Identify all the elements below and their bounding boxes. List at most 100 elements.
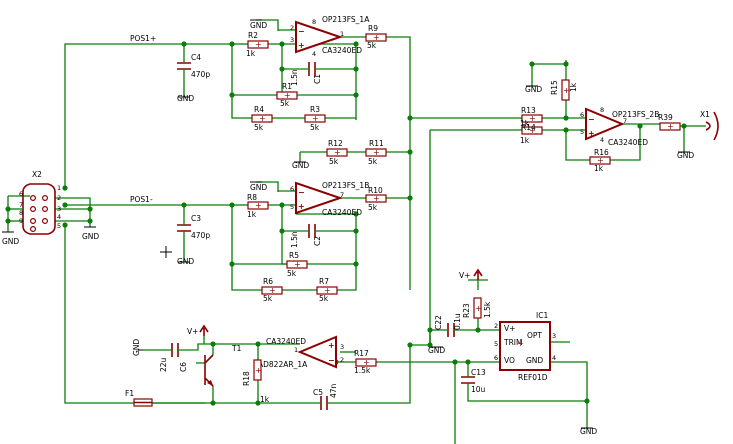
resistor-r11-ref: R11 (369, 139, 384, 148)
opamp-u1a-name: OP213FS_1A (322, 15, 370, 24)
opamp-u1a-pin-1: 1 (340, 30, 344, 38)
ic-ref01d: IC1 REF01D V+ OPT TRIM + VO GND 2 3 6 5 … (494, 311, 556, 382)
svg-text:+: + (373, 194, 380, 203)
resistor-r3-ref: R3 (310, 105, 320, 114)
svg-text:−: − (328, 356, 335, 365)
resistor-r10-value: 5k (368, 203, 378, 212)
resistor-r13: + R13 (521, 106, 543, 123)
opamp-u1a-pin-4: 4 (312, 50, 316, 58)
svg-text:−: − (588, 115, 595, 124)
connector-pin-2: 2 (57, 194, 61, 202)
svg-text:+: + (563, 86, 570, 95)
capacitor-c3-ref: C3 (191, 214, 201, 223)
ic1-pin-2: 2 (494, 322, 498, 330)
svg-text:+: + (373, 148, 380, 157)
svg-text:+: + (298, 41, 305, 50)
capacitor-c13-ref: C13 (471, 368, 486, 377)
svg-text:+: + (298, 202, 305, 211)
resistor-r8: + R8 1k (247, 193, 269, 219)
supply-vplus-t1: V+ (187, 324, 209, 336)
opamp-u1b-name: OP213FS_1B (322, 181, 369, 190)
resistor-r3-value: 5k (310, 123, 320, 132)
resistor-r12-value: 5k (329, 157, 339, 166)
opamp-u1b-pin-6: 6 (290, 185, 294, 193)
output-connector-x1: X1 (700, 110, 719, 141)
ic1-ref: IC1 (536, 311, 548, 320)
capacitor-c5-ref: C5 (313, 388, 323, 397)
capacitor-c22-value: 0.1u (453, 313, 462, 330)
svg-text:+: + (255, 366, 262, 375)
gnd-label-x1: GND (677, 151, 694, 160)
resistor-r18-ref: R18 (242, 371, 251, 386)
resistor-r15: + R15 1k (550, 79, 578, 101)
junctions (5, 41, 687, 406)
svg-text:+: + (363, 358, 370, 367)
opamp-u3a-value: CA3240ED (266, 337, 306, 346)
opamp-u2b: − + OP213FS_2B CA3240ED 8 6 5 7 4 (580, 106, 659, 147)
resistor-r9-ref: R9 (368, 24, 378, 33)
opamp-u1a-pin-3: 3 (290, 36, 294, 44)
capacitor-c6-value: 22u (159, 357, 168, 372)
resistor-r6: + R6 5k (261, 277, 283, 303)
connector-pin-4: 4 (57, 213, 61, 221)
resistor-r14: + R14 1k 1k (520, 119, 543, 145)
capacitor-c1-ref: C1 (313, 74, 322, 84)
capacitor-c22: C22 0.1u (434, 313, 462, 337)
capacitor-c2-value: 1.5n (290, 231, 299, 248)
svg-text:+: + (588, 129, 595, 138)
ic1-pin-3: 3 (552, 332, 556, 340)
svg-text:+: + (255, 201, 262, 210)
resistor-r11: + R11 5k (365, 139, 387, 166)
ic1-vplus: V+ (504, 324, 515, 333)
gnd-label-c3: GND (177, 257, 194, 266)
resistor-r16-value: 1k (594, 164, 604, 173)
resistor-r1: + R1 5k (276, 82, 298, 108)
ic1-pin-6: 6 (494, 354, 498, 362)
svg-text:+: + (597, 156, 604, 165)
net-label-pos1-plus: POS1+ (130, 34, 156, 43)
supply-vplus-t1-label: V+ (187, 327, 198, 336)
resistor-r16: + R16 1k (589, 148, 611, 173)
capacitor-c6-ref: C6 (179, 362, 188, 372)
resistor-r9-value: 5k (367, 41, 377, 50)
svg-text:−: − (298, 27, 305, 36)
resistor-r15-value: 1k (569, 82, 578, 92)
resistor-r2: + R2 1k (246, 31, 269, 58)
resistor-r6-value: 5k (263, 294, 273, 303)
resistor-r17-ref: R17 (354, 349, 369, 358)
wires (7, 19, 706, 444)
gnd-label-c22: GND (428, 346, 445, 355)
resistor-r39: + R39 (658, 113, 681, 131)
resistor-r18-value: 1k (260, 395, 270, 404)
svg-text:+: + (269, 286, 276, 295)
svg-text:+: + (312, 114, 319, 123)
resistor-r13-value: 1k (520, 119, 530, 128)
opamp-u1a-pin-2: 2 (290, 24, 294, 32)
svg-text:+: + (255, 40, 262, 49)
resistor-r5: + R5 5k (286, 251, 308, 278)
gnd-label-u1b: GND (250, 183, 267, 192)
capacitor-c2-ref: C2 (313, 236, 322, 246)
resistor-r15-ref: R15 (550, 80, 559, 95)
connector-pin-8: 8 (19, 209, 23, 217)
resistor-r7: + R7 5k (316, 277, 338, 303)
resistor-r7-ref: R7 (319, 277, 329, 286)
capacitor-c2: C2 1.5n (290, 224, 322, 248)
svg-text:+: + (334, 148, 341, 157)
gnd-label-connector: GND (82, 232, 99, 241)
capacitor-c6: 22u C6 (159, 343, 188, 372)
connector-x2-ref: X2 (32, 170, 42, 179)
svg-text:+: + (259, 114, 266, 123)
resistor-r16-ref: R16 (594, 148, 609, 157)
gnd-label-r12: GND (292, 161, 309, 170)
ic1-pin-4: 4 (552, 354, 556, 362)
opamp-u1b-pin-5: 5 (290, 203, 294, 211)
resistor-r5-value: 5k (287, 269, 297, 278)
opamp-u3a: + − AD822AR_1A CA3240ED 3 2 1 (258, 335, 344, 369)
ic1-vo: VO (504, 356, 515, 365)
resistor-r14-ref: R14 (521, 123, 536, 132)
fuse-f1: F1 (125, 389, 153, 407)
resistor-r17: + R17 1.5k (354, 349, 377, 375)
svg-text:+: + (294, 260, 301, 269)
